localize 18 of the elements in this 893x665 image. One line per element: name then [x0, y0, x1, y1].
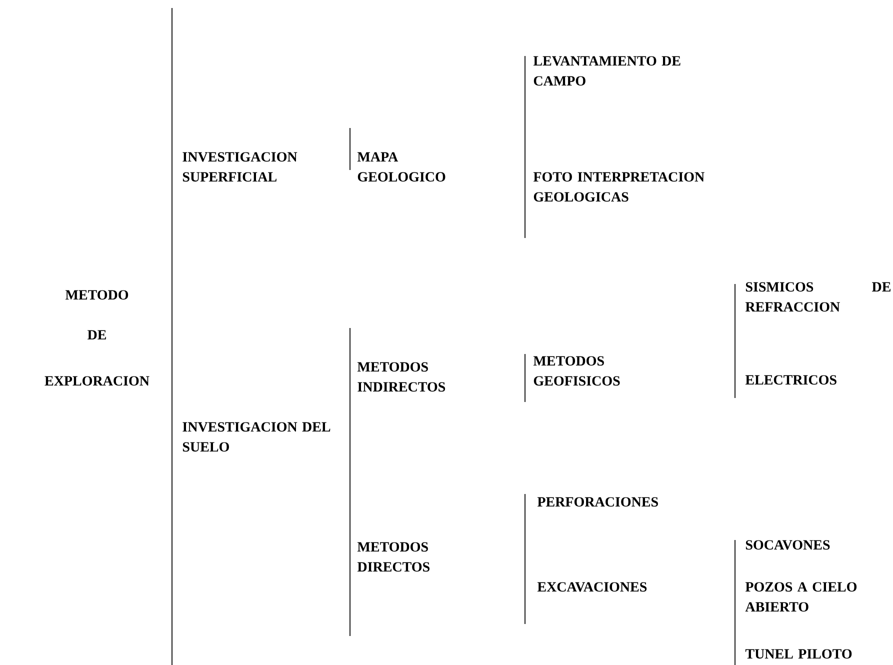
category-label: TUNEL PILOTO — [745, 649, 852, 659]
category-label: INVESTIGACION SUPERFICIAL — [182, 152, 298, 182]
category-label: MAPA GEOLOGICO — [357, 152, 446, 182]
category-label: EXCAVACIONES — [537, 582, 647, 592]
category-label: INVESTIGACION DEL SUELO — [182, 422, 330, 452]
category-label: EXPLORACION — [44, 376, 150, 386]
category-label: METODOS INDIRECTOS — [357, 362, 446, 392]
category-label: DE — [88, 330, 106, 340]
category-label: METODO — [65, 290, 128, 300]
category-label: PERFORACIONES — [537, 497, 658, 507]
category-label: METODOS GEOFISICOS — [533, 356, 620, 386]
category-label: POZOS A CIELO ABIERTO — [745, 582, 857, 612]
category-label: SOCAVONES — [746, 540, 830, 550]
category-label: SISMICOS DE REFRACCION — [745, 282, 890, 312]
category-label: METODOS DIRECTOS — [357, 542, 430, 572]
category-label: ELECTRICOS — [745, 375, 836, 385]
category-label: FOTO INTERPRETACION GEOLOGICAS — [533, 172, 704, 202]
category-label: LEVANTAMIENTO DE CAMPO — [533, 56, 680, 86]
